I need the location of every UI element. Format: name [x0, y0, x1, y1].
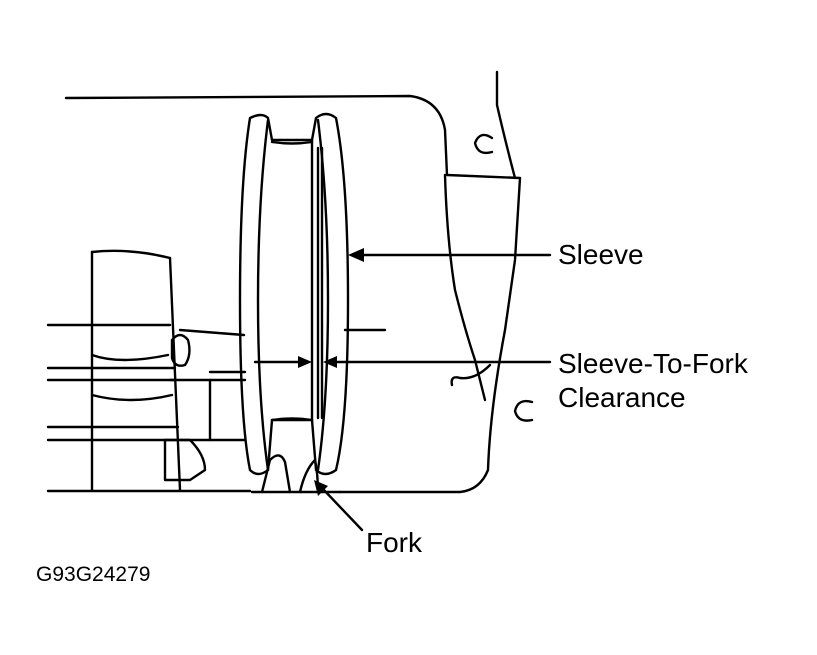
fork-leader — [314, 480, 364, 532]
figure-code: G93G24279 — [36, 563, 151, 586]
sleeve-leader — [348, 248, 552, 262]
fork-label: Fork — [366, 527, 422, 558]
shift-fork — [260, 146, 324, 494]
sleeve — [238, 112, 350, 476]
clearance-label-line2: Clearance — [558, 382, 686, 413]
housing-outline — [46, 70, 522, 494]
bolt-mark-upper — [473, 133, 494, 155]
clearance-dimension — [253, 356, 552, 368]
bolt-mark-lower — [513, 399, 534, 422]
clearance-label-line1: Sleeve-To-Fork — [558, 348, 748, 379]
shaft-assembly — [46, 249, 247, 492]
sleeve-label: Sleeve — [558, 239, 644, 270]
